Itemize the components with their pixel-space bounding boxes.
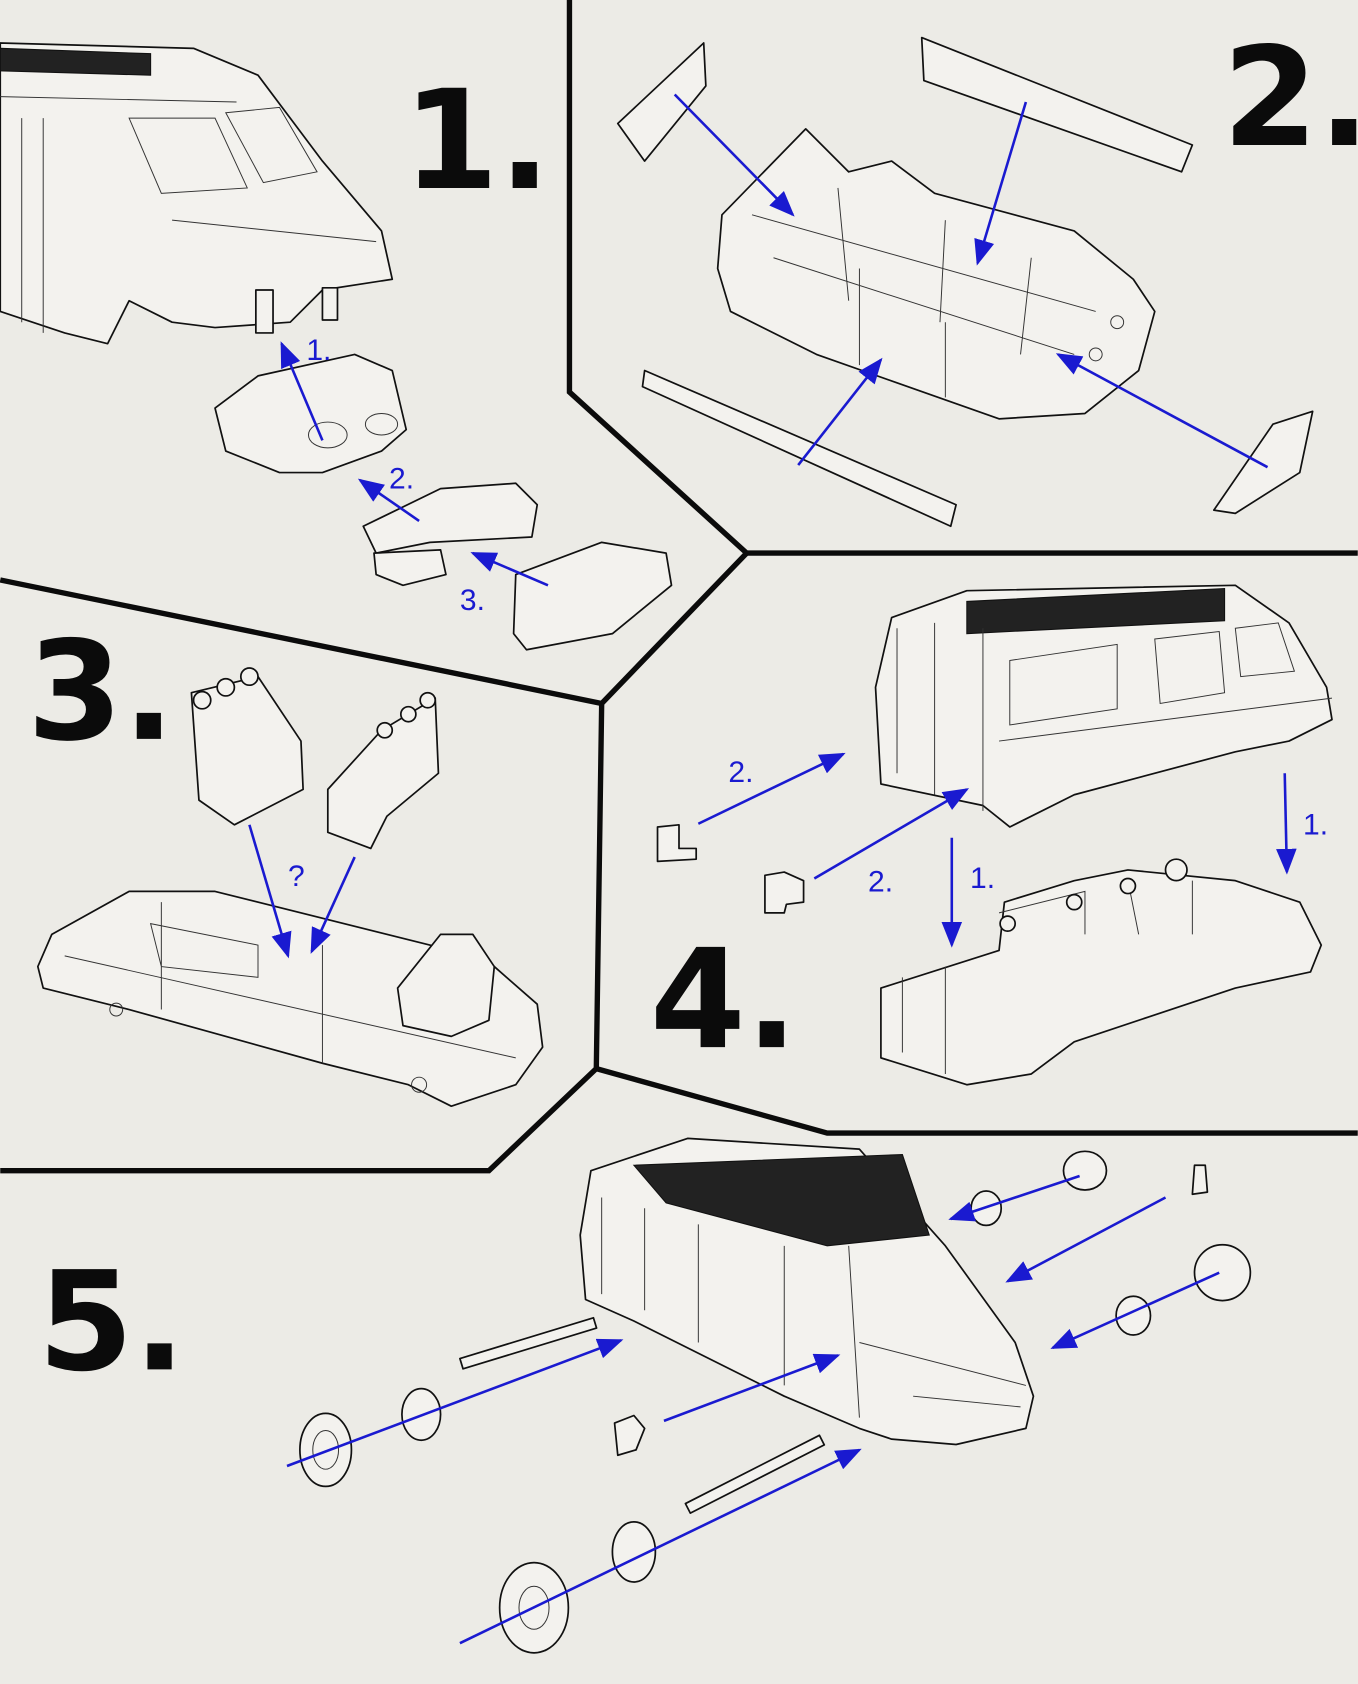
step-4-number: 4. (650, 920, 798, 1080)
panel-dividers (0, 0, 1358, 1174)
step-4-sub-2b: 2. (868, 865, 893, 898)
step5-van-wheels (299, 1137, 1252, 1654)
step-3-number: 3. (27, 612, 175, 772)
assembly-arrows (248, 93, 1297, 1645)
step-1-number: 1. (403, 61, 551, 221)
step3-seats-chassis (36, 667, 544, 1108)
step-3-question: ? (288, 860, 305, 893)
step-4-sub-1b: 1. (1303, 808, 1328, 841)
step-5-number: 5. (38, 1242, 186, 1402)
step-1-sub-3: 3. (460, 584, 485, 617)
step-2-number: 2. (1222, 18, 1358, 178)
step1-bumper-parts (214, 353, 673, 651)
step1-van-front (0, 42, 394, 345)
step4-van-body (656, 584, 1333, 1086)
step-4-sub-1a: 1. (970, 862, 995, 895)
step2-interior-tub (616, 36, 1314, 528)
step-1-sub-1: 1. (306, 334, 331, 367)
step-4-sub-2a: 2. (728, 756, 753, 789)
step-1-sub-2: 2. (389, 463, 414, 496)
